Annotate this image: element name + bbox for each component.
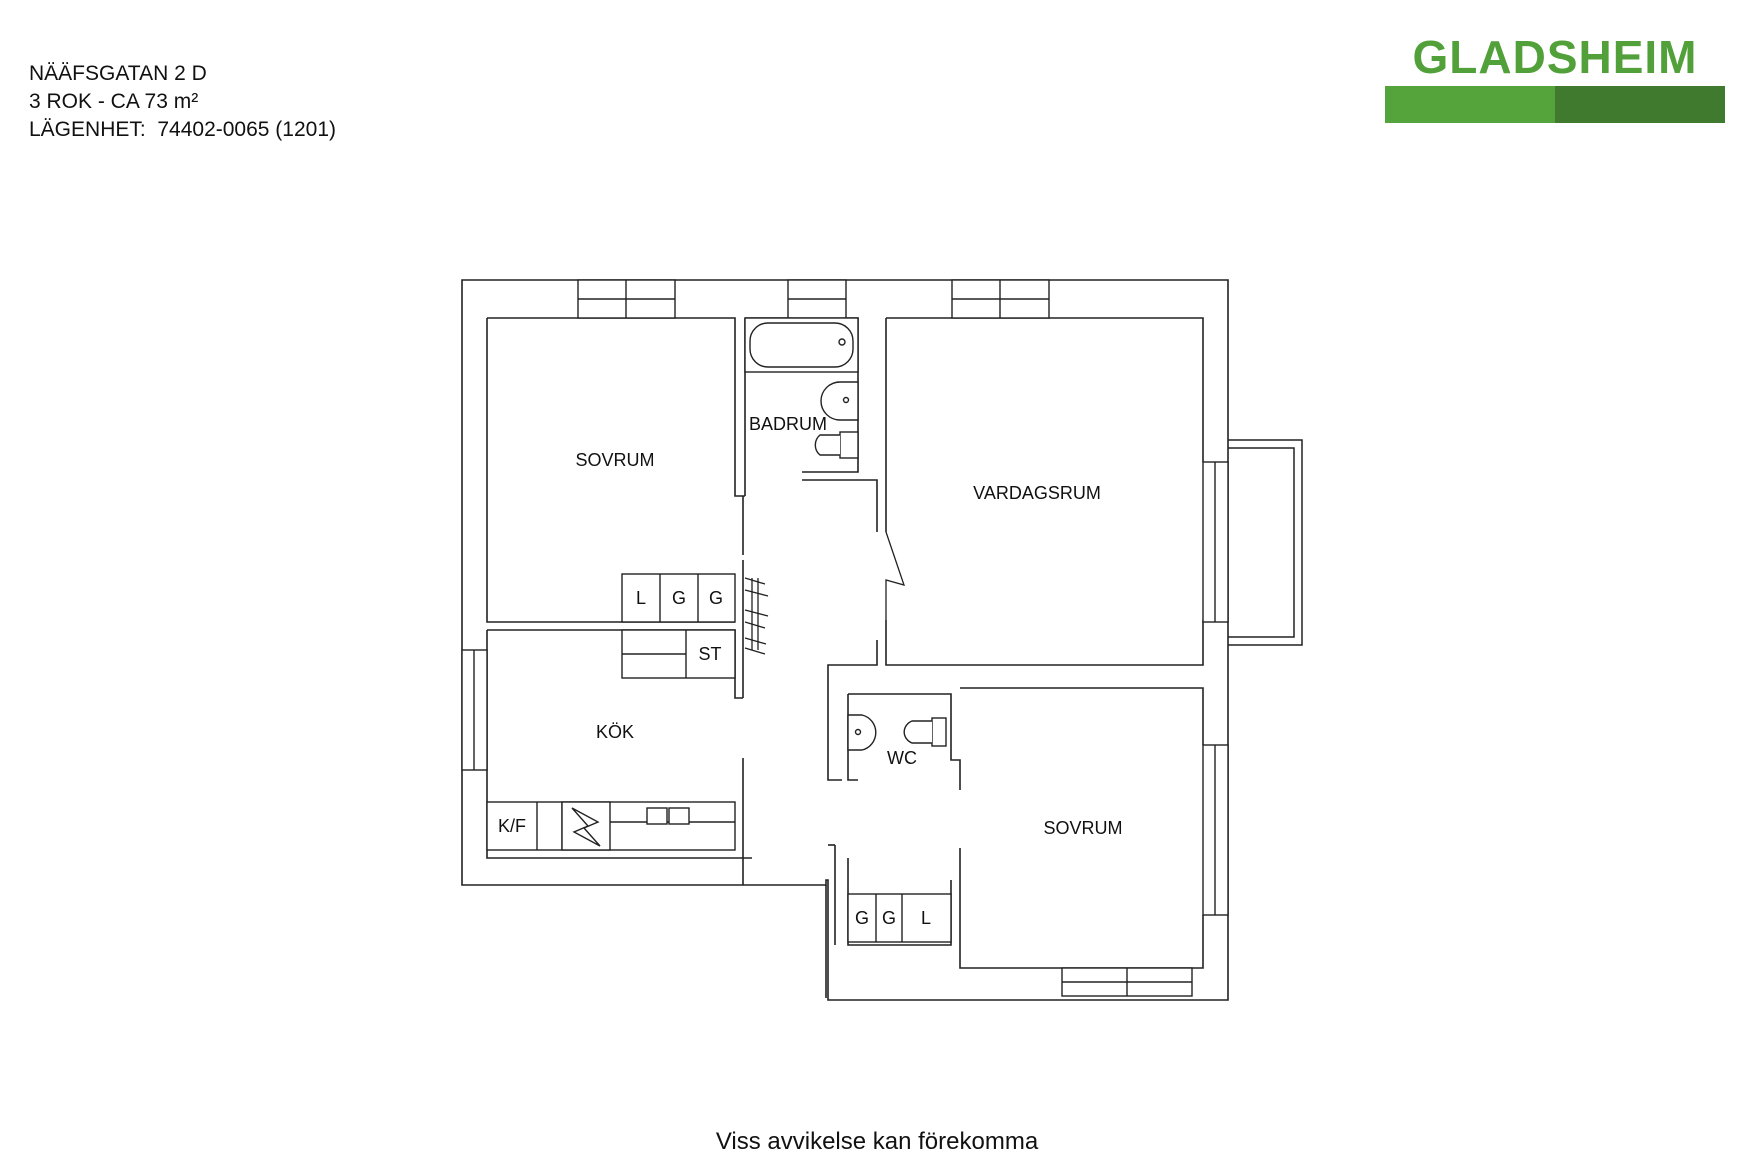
stove: [561, 801, 611, 851]
storage-label: ST: [698, 644, 721, 664]
kitchen-sink: [646, 807, 668, 825]
wc-toilet: [931, 717, 947, 747]
room-label-wc: WC: [887, 748, 917, 768]
closet-1-label: L: [636, 588, 646, 608]
closet-1: [621, 573, 736, 623]
apartment-number-line: LÄGENHET: 74402-0065 (1201): [29, 118, 337, 141]
storage: [621, 629, 736, 679]
logo-bar: [1385, 86, 1725, 123]
gladsheim-logo: GLADSHEIM: [1385, 30, 1725, 123]
apartment-info: NÄÄFSGATAN 2 D 3 ROK - CA 73 m² LÄGENHET…: [29, 60, 336, 144]
closet-2-label: G: [882, 908, 896, 928]
sovrum-2-wall: [960, 687, 1204, 745]
sink: [820, 381, 859, 421]
wc-fixtures: [847, 714, 947, 751]
vardagsrum-wall: [886, 317, 1204, 462]
wc-sink: [847, 714, 877, 751]
closet-2-label: L: [921, 908, 931, 928]
folding-door: [885, 531, 906, 620]
toilet: [839, 431, 859, 459]
closet-2: [847, 893, 952, 943]
kitchen-counter: [486, 801, 736, 851]
room-label-sovrum-1: SOVRUM: [575, 450, 654, 470]
room-label-vardagsrum: VARDAGSRUM: [973, 483, 1101, 503]
room-label-kok: KÖK: [596, 722, 634, 742]
windows: [461, 279, 1229, 997]
bathroom-fixtures: [744, 317, 859, 459]
logo-text: GLADSHEIM: [1412, 31, 1698, 83]
balcony: [1228, 439, 1303, 646]
room-label-sovrum-2: SOVRUM: [1043, 818, 1122, 838]
closet-2-label: G: [855, 908, 869, 928]
closet-1-label: G: [672, 588, 686, 608]
room-label-badrum: BADRUM: [749, 414, 827, 434]
disclaimer: Viss avvikelse kan förekomma: [715, 1128, 1039, 1155]
wc-wall: [848, 693, 961, 790]
closet-doors: [744, 577, 769, 655]
logo-bar-dark: [1555, 86, 1725, 123]
address-line: NÄÄFSGATAN 2 D: [29, 62, 207, 85]
logo-bar-light: [1385, 86, 1555, 123]
closet-1-label: G: [709, 588, 723, 608]
fridge-freezer-label: K/F: [498, 816, 526, 836]
size-line: 3 ROK - CA 73 m²: [29, 90, 199, 113]
